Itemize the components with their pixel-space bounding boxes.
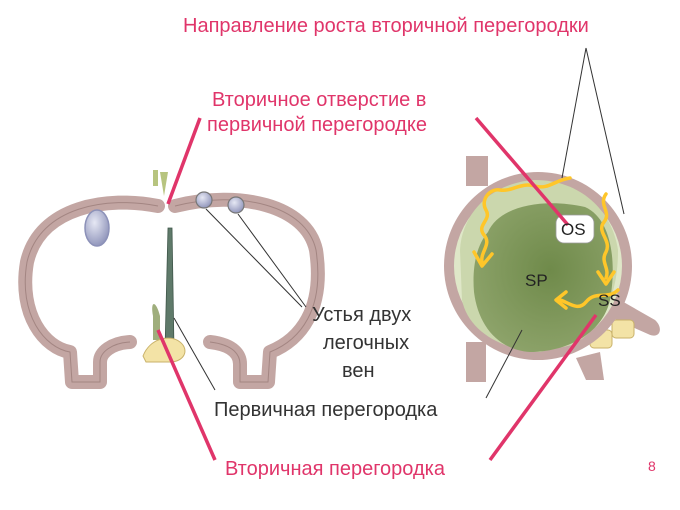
label-sp: SP (525, 271, 548, 290)
growth-arrows (472, 176, 620, 310)
pointer-septum-primum-left (173, 317, 216, 391)
label-secondary-opening-line1: Вторичное отверстие в (212, 89, 427, 111)
oval-structure (84, 209, 110, 247)
septum-secundum-upper (160, 172, 168, 196)
label-os: OS (561, 220, 586, 239)
label-septum-primum: Первичная перегородка (214, 399, 438, 421)
pointer-septum-primum-right (485, 329, 523, 399)
pointer-septum-secundum-right (488, 313, 598, 462)
pointer-secondary-opening-right (474, 116, 570, 227)
label-vein-ostia-line1: Устья двух (312, 304, 412, 326)
pointer-vein-2 (237, 213, 307, 308)
right-heart-view (444, 156, 660, 382)
left-heart-section (18, 170, 325, 389)
page-number: 8 (648, 458, 656, 474)
label-ss: SS (598, 291, 621, 310)
pointer-septum-secundum-left (156, 329, 217, 461)
pulmonary-vein-opening-1 (195, 191, 213, 209)
label-secondary-opening-line2: первичной перегородке (207, 114, 427, 136)
pointer-lines (156, 47, 625, 462)
pointer-growth-1 (561, 47, 587, 179)
pointer-growth-2 (585, 47, 625, 215)
label-growth-direction: Направление роста вторичной перегородки (183, 15, 589, 37)
label-septum-secundum: Вторичная перегородка (225, 458, 445, 480)
pulmonary-vein-opening-2 (227, 196, 245, 214)
septum-primum-left (164, 227, 175, 351)
pointer-vein-1 (205, 208, 303, 308)
label-vein-ostia-line3: вен (342, 360, 375, 382)
pointer-secondary-opening (166, 117, 202, 205)
label-vein-ostia-line2: легочных (323, 332, 410, 354)
